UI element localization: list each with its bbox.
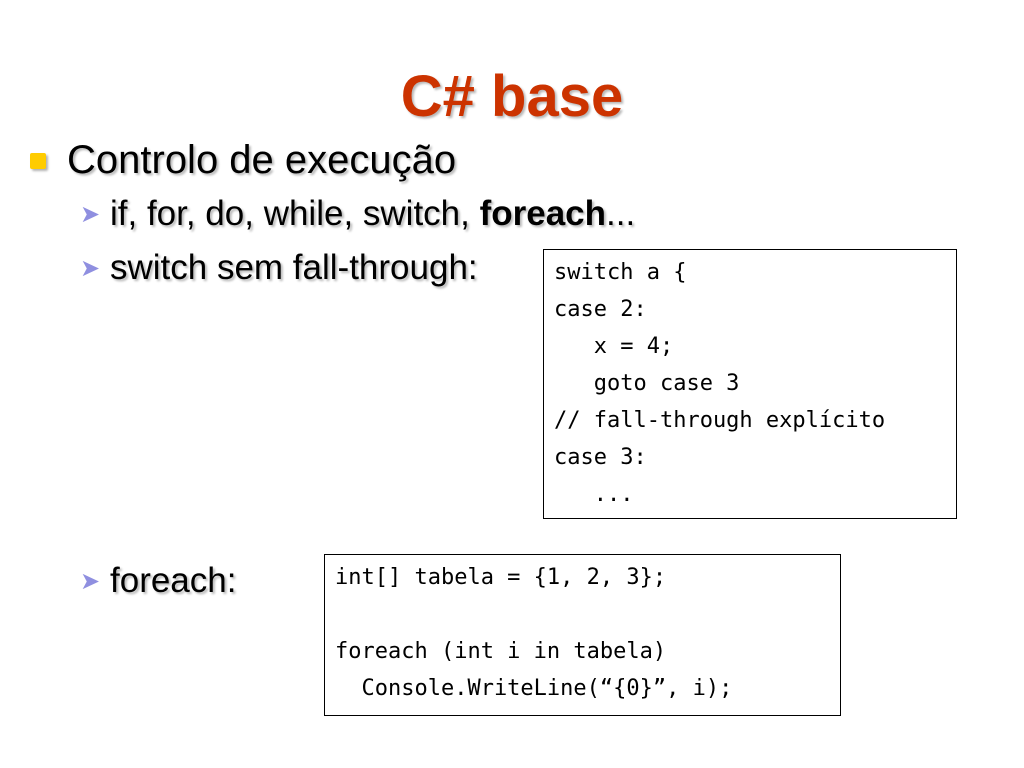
code-box-switch: switch a { case 2: x = 4; goto case 3 //… [543, 249, 957, 519]
subbullet-suffix: ... [606, 194, 636, 233]
code-line: goto case 3 [554, 371, 740, 396]
arrowhead-bullet-icon: ➤ [80, 567, 101, 595]
code-line [335, 596, 830, 633]
code-line: // fall-through explícito [554, 408, 886, 433]
code-box-foreach: int[] tabela = {1, 2, 3}; foreach (int i… [324, 554, 841, 716]
bullet-text: Controlo de execução [67, 138, 457, 182]
code-line: foreach (int i in tabela) [335, 639, 667, 664]
subbullet-bold-keyword: foreach [479, 194, 607, 233]
arrowhead-bullet-icon: ➤ [80, 200, 101, 228]
subbullet-text: foreach: [110, 561, 237, 600]
code-line: Console.WriteLine(“{0}”, i); [335, 676, 733, 701]
subbullet-text: switch sem fall-through: [110, 248, 478, 287]
square-bullet-icon [30, 153, 46, 169]
code-line: case 3: [554, 445, 647, 470]
code-line: int[] tabela = {1, 2, 3}; [335, 565, 667, 590]
code-line: ... [554, 482, 634, 507]
subbullet-text: if, for, do, while, switch, [110, 194, 480, 233]
code-line: x = 4; [554, 334, 674, 359]
code-line: switch a { [554, 260, 687, 285]
arrowhead-bullet-icon: ➤ [80, 254, 101, 282]
slide-title: C# base [400, 64, 624, 129]
code-line: case 2: [554, 297, 647, 322]
